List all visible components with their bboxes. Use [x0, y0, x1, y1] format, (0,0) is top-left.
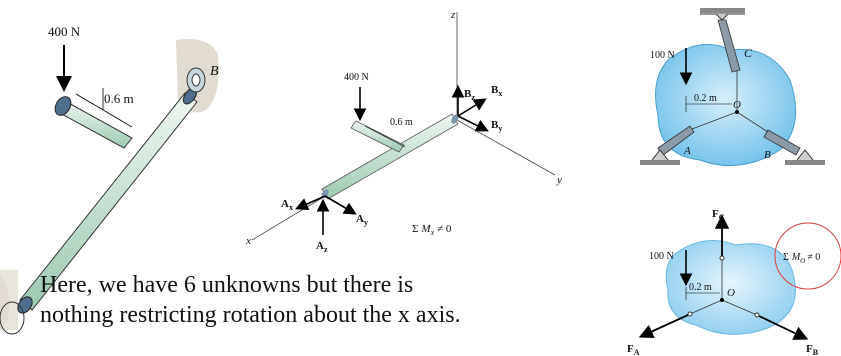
point-o-bottom	[720, 298, 724, 302]
reaction-by-label: By	[491, 119, 502, 133]
dimension-label-left: 0.6 m	[104, 91, 134, 106]
force-fa-label: FA	[627, 343, 640, 356]
reaction-ay-label: Ay	[356, 213, 368, 227]
link-c	[717, 19, 741, 73]
bearing-a	[0, 301, 25, 335]
reaction-by-arrow	[457, 115, 489, 132]
dimension-label-bottom-right: 0.2 m	[689, 282, 712, 293]
rigid-body-bottom	[665, 240, 796, 335]
caption: Here, we have 6 unknowns but there is no…	[40, 270, 510, 330]
caption-line-2: nothing restricting rotation about the x…	[40, 302, 461, 328]
highlight-circle	[774, 222, 841, 290]
reaction-ax-label: Ax	[281, 198, 293, 212]
force-fb-arrow	[758, 315, 809, 340]
axis-x-label: x	[245, 235, 251, 247]
point-o-top	[735, 110, 739, 114]
caption-line-1: Here, we have 6 unknowns but there is	[40, 272, 414, 298]
point-b-label: B	[764, 149, 771, 161]
axis-y	[456, 119, 556, 176]
axis-x	[251, 197, 323, 241]
panel-left-pipe: 400 N 0.6 m B	[0, 24, 219, 335]
reaction-az-label: Az	[316, 240, 328, 254]
axis-z-label: z	[450, 9, 456, 21]
reaction-bx-label: Bx	[491, 84, 502, 98]
fbd-load-label: 400 N	[344, 72, 369, 83]
reaction-ax-arrow	[295, 195, 326, 210]
reaction-bz-label: Bz	[464, 88, 475, 102]
axis-y-label: y	[556, 174, 562, 186]
dimension-label-top-right: 0.2 m	[694, 93, 717, 104]
fbd-dimension-label: 0.6 m	[390, 117, 413, 128]
force-fa-arrow	[638, 314, 689, 339]
load-label-left: 400 N	[48, 24, 81, 39]
point-o-label-bottom: O	[727, 287, 735, 299]
link-b	[763, 129, 801, 156]
rigid-body-top	[655, 43, 797, 167]
branch-cap	[54, 96, 72, 116]
reaction-ay-arrow	[324, 195, 357, 215]
load-label-top-right: 100 N	[650, 50, 675, 61]
reaction-bx-arrow	[457, 98, 487, 117]
fbd-branch-pipe	[350, 120, 405, 153]
point-c-label: C	[744, 46, 753, 60]
force-fb-label: FB	[806, 343, 819, 356]
load-label-bottom-right: 100 N	[649, 251, 674, 262]
panel-top-right: 100 N 0.2 m C O A B	[640, 8, 825, 167]
support-label-b: B	[210, 64, 219, 79]
point-a-label: A	[683, 145, 691, 157]
point-o-label-top: O	[733, 99, 741, 111]
force-fc-label: FC	[712, 208, 725, 222]
